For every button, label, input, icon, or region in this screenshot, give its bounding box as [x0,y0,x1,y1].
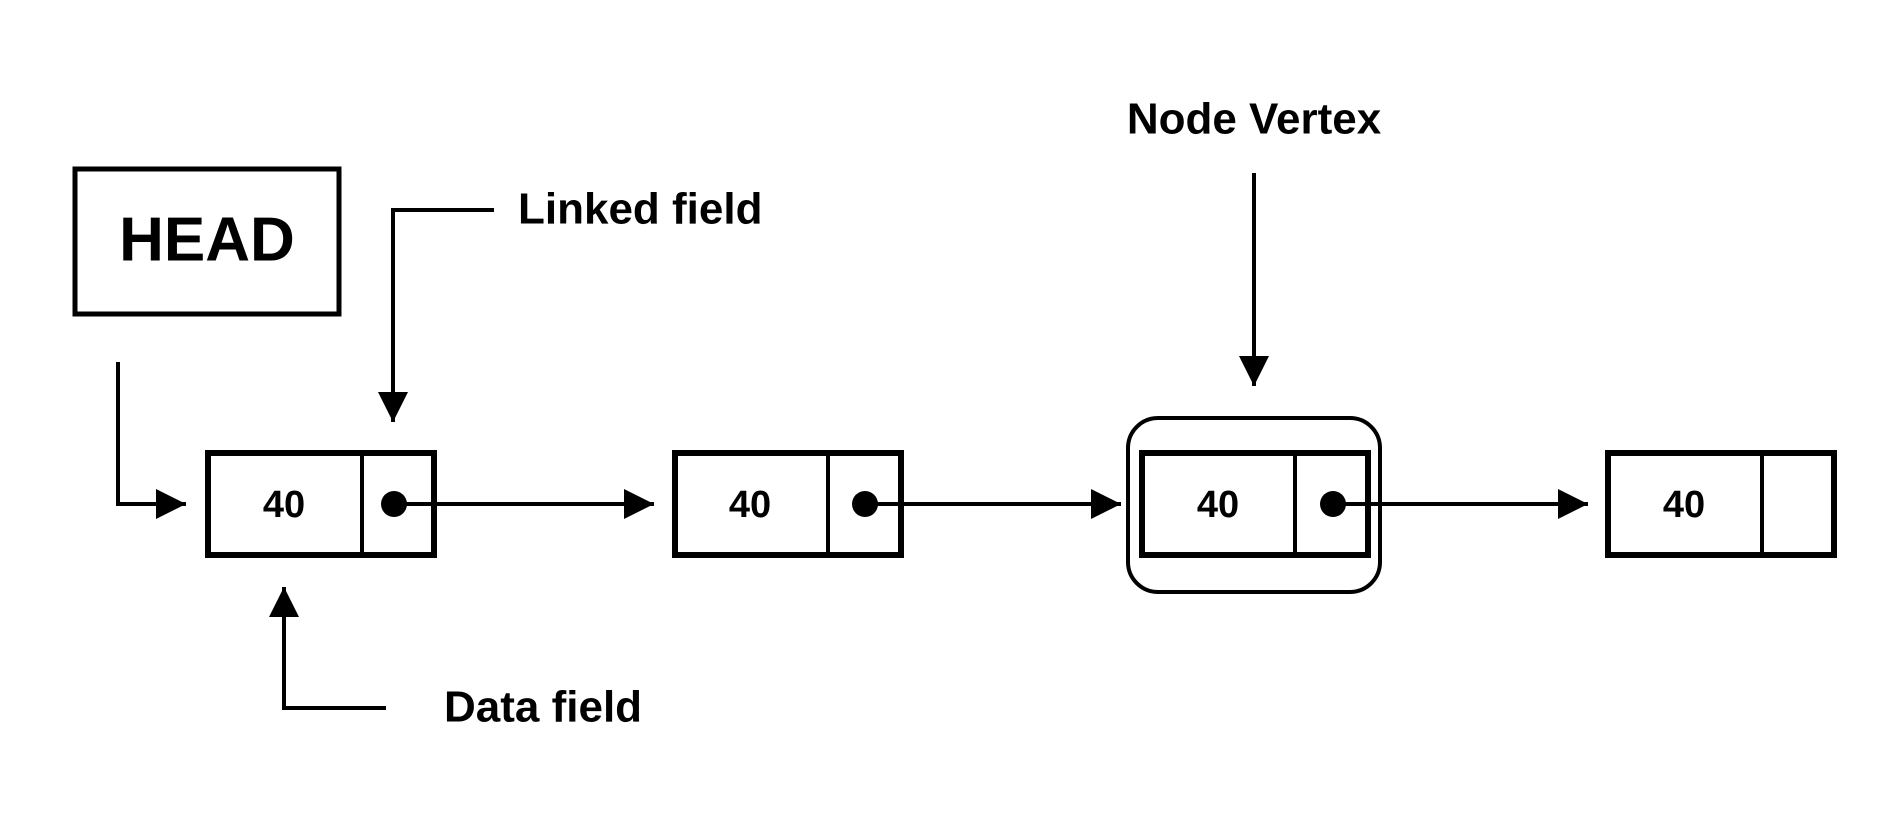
node-data-value: 40 [729,484,771,526]
node-box [1605,450,1837,558]
head-box: HEAD [72,166,342,317]
list-node: 40 [1126,416,1588,594]
data-field-arrow [269,587,386,710]
list-node: 40 [1605,450,1837,558]
node-data-value: 40 [1663,484,1705,526]
list-node: 40 [672,450,1121,558]
head-label: HEAD [119,205,295,274]
linked-field-arrow [378,208,494,422]
node-data-value: 40 [263,484,305,526]
linked-field-label: Linked field [518,185,762,234]
head-pointer-arrow [116,362,186,519]
data-field-label: Data field [444,683,642,732]
node-vertex-label: Node Vertex [1127,95,1382,144]
list-node: 40 [205,450,654,558]
node-data-value: 40 [1197,484,1239,526]
